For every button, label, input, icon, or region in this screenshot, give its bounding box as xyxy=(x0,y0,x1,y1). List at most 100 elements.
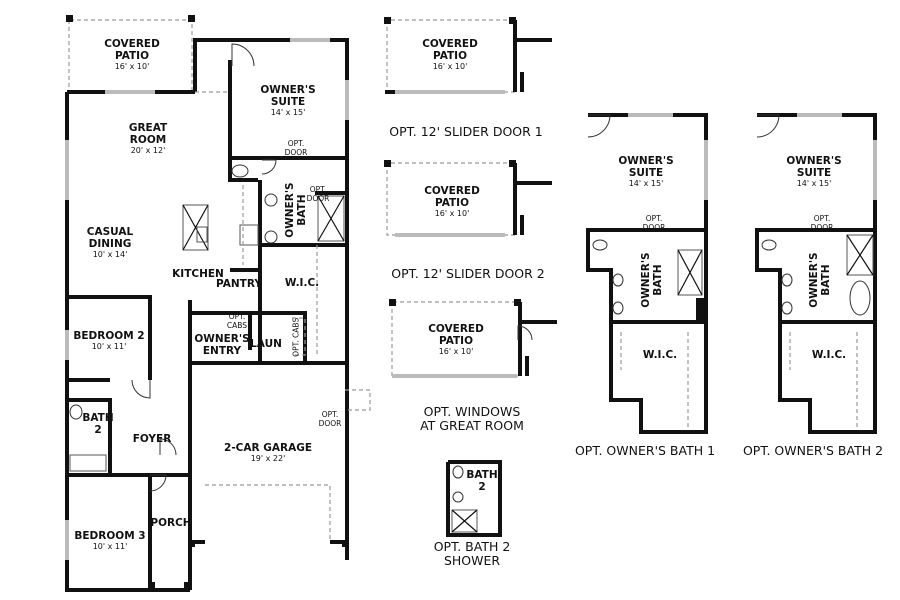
suite-entry-door xyxy=(231,43,255,67)
garage-opt-door-label: OPT. DOOR xyxy=(318,410,342,428)
bathtub xyxy=(69,454,107,472)
bedroom-2-door xyxy=(131,379,151,399)
bedroom-3-door xyxy=(149,474,167,492)
toilet xyxy=(452,491,464,503)
sink xyxy=(264,230,278,244)
column-post xyxy=(188,540,195,547)
column-post xyxy=(342,540,349,547)
bath-2-shower-walls xyxy=(446,460,502,537)
ob1-caption: OPT. OWNER'S BATH 1 xyxy=(574,443,716,458)
slider-2-caption: OPT. 12' SLIDER DOOR 2 xyxy=(391,266,545,281)
shower-x xyxy=(846,234,874,276)
column-post xyxy=(148,582,155,589)
owners-bath-2-bath-wall xyxy=(778,270,875,324)
owners-entry-label: OWNER'S ENTRY xyxy=(194,333,250,358)
owners-bath-1-walls xyxy=(586,113,708,434)
column-post xyxy=(509,160,516,167)
shower-x xyxy=(182,204,209,251)
ob1-opt-door-label: OPT. DOOR xyxy=(642,214,666,232)
sink xyxy=(781,301,793,315)
sink xyxy=(452,465,464,479)
toilet xyxy=(592,239,608,251)
cooktop xyxy=(239,224,259,246)
sink xyxy=(612,273,624,287)
shower-x xyxy=(677,249,703,296)
door-swing xyxy=(517,325,533,341)
shower xyxy=(846,234,874,276)
column-post xyxy=(184,582,191,589)
windows-patio xyxy=(391,301,521,377)
shower xyxy=(317,195,345,242)
bath-2-shower-caption: OPT. BATH 2 SHOWER xyxy=(433,539,511,569)
garage-door-outline xyxy=(205,484,331,542)
bath-2-label: BATH 2 xyxy=(82,412,114,437)
toilet xyxy=(231,164,249,178)
owners-bath-1-entry-door xyxy=(587,114,611,138)
shower xyxy=(451,509,478,533)
owners-bath-2-entry-door xyxy=(756,114,780,138)
sink xyxy=(612,301,624,315)
kitchen-sink xyxy=(196,226,208,243)
sink xyxy=(264,193,278,207)
bath-2-shower-label: BATH 2 xyxy=(466,469,498,494)
owners-bath-2-walls xyxy=(755,113,877,434)
wic-label: W.I.C. xyxy=(284,277,320,289)
foyer-label: FOYER xyxy=(132,433,172,445)
bathtub xyxy=(849,280,871,316)
garage-opt-door-outline xyxy=(345,389,371,411)
column-post xyxy=(389,299,396,306)
ob2-bath-label: OWNER'S BATH xyxy=(807,252,832,308)
ob2-opt-door-label: OPT. DOOR xyxy=(810,214,834,232)
pantry-label: PANTRY xyxy=(216,278,262,290)
bath-wall xyxy=(228,158,258,182)
bath-door xyxy=(261,159,277,175)
toilet xyxy=(69,404,83,420)
toilet xyxy=(761,239,777,251)
column-post xyxy=(66,15,73,22)
ob2-caption: OPT. OWNER'S BATH 2 xyxy=(742,443,884,458)
kitchen-label: KITCHEN xyxy=(172,268,224,280)
opt-door-label: OPT. DOOR xyxy=(306,185,330,203)
laundry-label: LAUN xyxy=(250,338,282,350)
wall-block xyxy=(696,298,706,322)
opt-door-label: OPT. DOOR xyxy=(284,139,308,157)
front-door xyxy=(159,438,177,456)
ob1-wic-label: W.I.C. xyxy=(642,349,678,361)
shower-x xyxy=(451,509,478,533)
owners-bath-label: OWNER'S BATH xyxy=(283,182,308,238)
covered-patio-outline xyxy=(68,19,193,93)
ob1-bath-label: OWNER'S BATH xyxy=(639,252,664,308)
sink xyxy=(781,273,793,287)
opt-cabs-label: OPT. CABS xyxy=(226,312,248,330)
opt-cabs-outline xyxy=(292,317,306,356)
porch-label: PORCH xyxy=(150,517,192,529)
column-post xyxy=(514,299,521,306)
windows-caption: OPT. WINDOWS AT GREAT ROOM xyxy=(420,404,524,434)
opt-cabs-label: OPT. CABS xyxy=(291,317,301,357)
column-post xyxy=(384,160,391,167)
shower xyxy=(677,249,703,296)
bedroom-2-wall xyxy=(67,295,152,380)
column-post xyxy=(384,17,391,24)
owners-bath-1-bath-wall xyxy=(609,270,706,324)
slider-1-caption: OPT. 12' SLIDER DOOR 1 xyxy=(389,124,543,139)
kitchen-island xyxy=(182,204,209,251)
column-post xyxy=(188,15,195,22)
column-post xyxy=(509,17,516,24)
ob2-wic-label: W.I.C. xyxy=(811,349,847,361)
exterior-wall-east xyxy=(193,38,349,560)
shower-x xyxy=(317,195,345,242)
